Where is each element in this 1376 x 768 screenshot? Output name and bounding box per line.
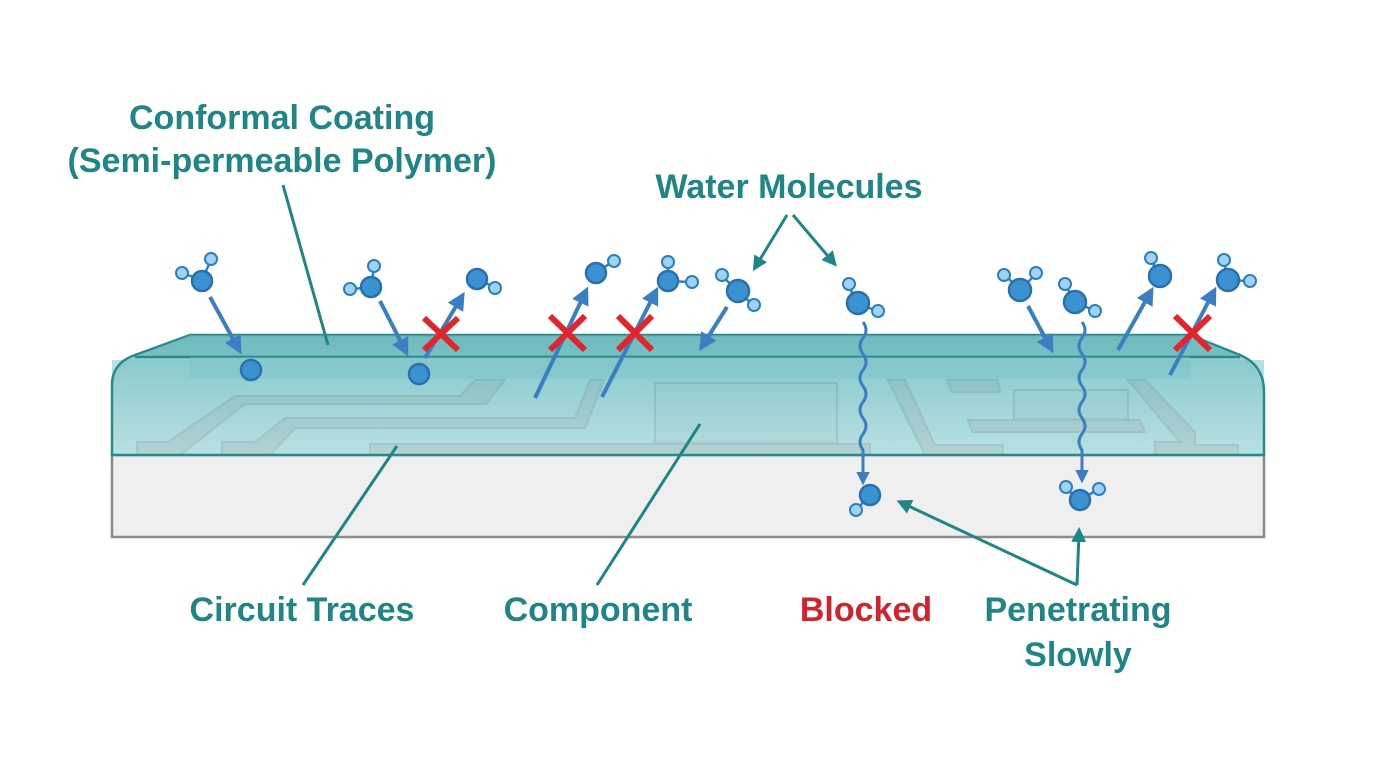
component-label: Component (504, 591, 693, 629)
absorb-arrow (1026, 305, 1054, 354)
bounce-arrow (1116, 286, 1154, 351)
absorb-arrow (208, 296, 242, 355)
water-molecule (343, 259, 383, 299)
wavy-permeation-arrow (856, 321, 870, 486)
water-molecule (997, 266, 1043, 303)
coating-top-band (135, 335, 1240, 357)
pcb-substrate (110, 453, 1266, 539)
bounce-arrow (600, 286, 659, 398)
bounce-arrow (533, 286, 589, 399)
blocked-x-icon (421, 315, 461, 353)
absorb-arrow (378, 300, 409, 357)
water-molecule (1059, 480, 1106, 512)
penetrating-label-line2: Slowly (1024, 636, 1132, 674)
blocked-x-icon (1172, 313, 1213, 353)
absorbed-molecule (239, 358, 263, 382)
water-molecule (656, 255, 699, 293)
water-molecules-label: Water Molecules (655, 168, 922, 206)
water-molecule (584, 254, 621, 285)
water-molecule (465, 267, 502, 295)
water-molecule (175, 252, 218, 293)
penetrating-leader-line (1071, 527, 1087, 586)
coating-label-line2: (Semi-permeable Polymer) (68, 142, 497, 180)
penetrating-label-line1: Penetrating (984, 591, 1171, 629)
water-molecule (1215, 253, 1257, 293)
coating-label-line1: Conformal Coating (129, 99, 435, 137)
water-molecule (842, 277, 885, 318)
blocked-x-icon (547, 313, 588, 353)
blocked-leader-line (896, 500, 1078, 587)
traces-leader-line (301, 445, 399, 586)
circuit-traces-label: Circuit Traces (190, 591, 415, 629)
absorbed-molecule (407, 362, 431, 386)
absorb-arrow (699, 305, 729, 352)
wavy-permeation-arrow (1075, 321, 1089, 484)
coating-inner-glass (190, 357, 1190, 379)
water-molecule (1144, 251, 1173, 289)
water-molecule (849, 483, 882, 517)
blocked-x-icon (615, 313, 655, 353)
coating-leader-line (281, 184, 330, 346)
component-leader-line (595, 423, 702, 586)
water-molecule (1058, 277, 1102, 318)
water-leader-left (752, 214, 789, 272)
water-leader-right (791, 214, 837, 267)
blocked-label: Blocked (800, 591, 932, 629)
water-molecule (715, 268, 761, 312)
